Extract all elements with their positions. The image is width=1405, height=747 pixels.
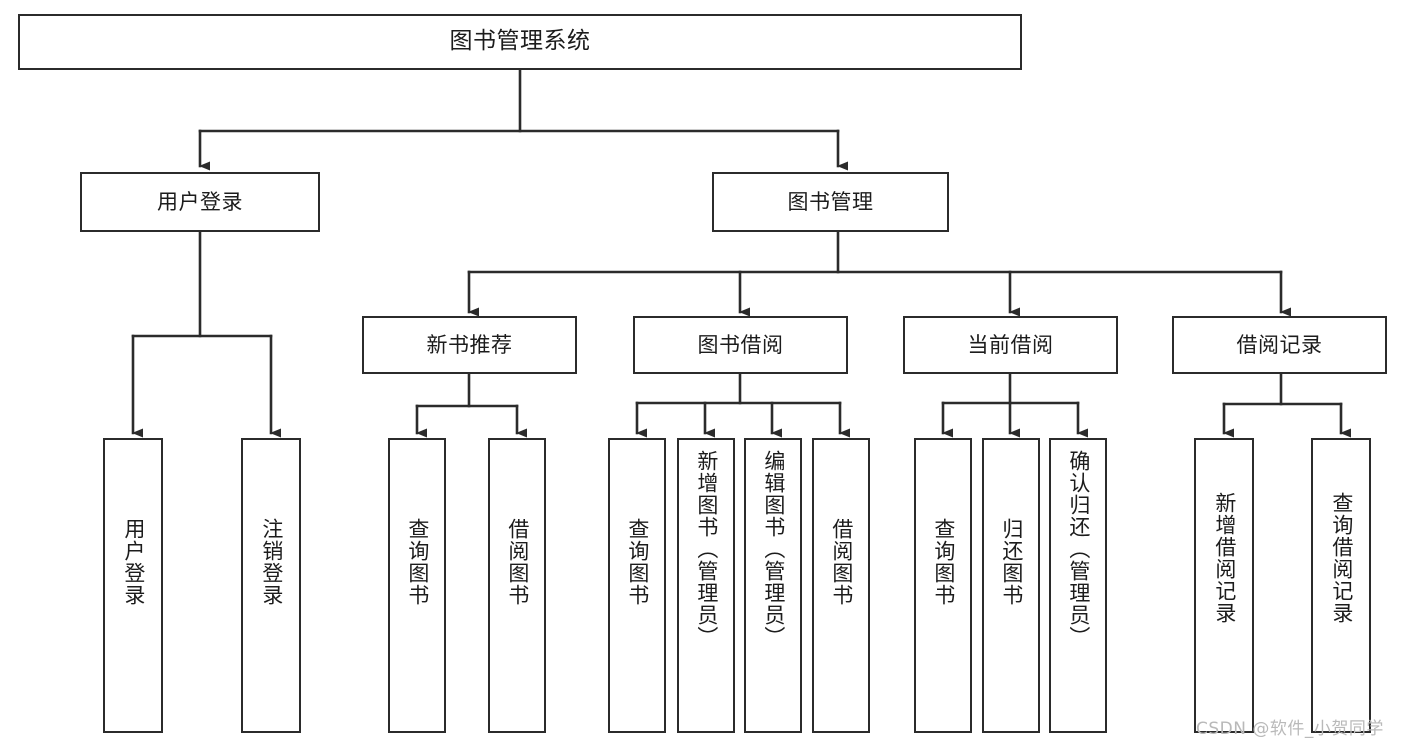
node-borrow-record[interactable]: 借阅记录 — [1172, 316, 1387, 374]
node-book-borrow-label: 图书借阅 — [697, 332, 784, 357]
node-leaf-confirm-return-admin-label: 确认归还（管理员） — [1066, 450, 1091, 648]
node-leaf-add-book-admin-label: 新增图书（管理员） — [694, 450, 719, 648]
node-leaf-query-borrow-record-label: 查询借阅记录 — [1329, 492, 1354, 624]
node-current-borrow[interactable]: 当前借阅 — [903, 316, 1118, 374]
node-leaf-add-borrow-record-label: 新增借阅记录 — [1212, 492, 1237, 624]
node-leaf-confirm-return-admin[interactable]: 确认归还（管理员） — [1049, 438, 1107, 733]
node-leaf-return-book[interactable]: 归还图书 — [982, 438, 1040, 733]
node-user-login-label: 用户登录 — [157, 189, 243, 214]
node-leaf-add-borrow-record[interactable]: 新增借阅记录 — [1194, 438, 1254, 733]
node-leaf-borrow-book-2[interactable]: 借阅图书 — [812, 438, 870, 733]
node-leaf-borrow-book-1[interactable]: 借阅图书 — [488, 438, 546, 733]
node-leaf-query-book-2-label: 查询图书 — [625, 518, 650, 606]
node-leaf-user-login[interactable]: 用户登录 — [103, 438, 163, 733]
node-new-book-recommend[interactable]: 新书推荐 — [362, 316, 577, 374]
node-leaf-logout-login-label: 注销登录 — [259, 518, 284, 606]
watermark-text: CSDN @软件_小贺同学 — [1196, 719, 1384, 739]
node-leaf-logout-login[interactable]: 注销登录 — [241, 438, 301, 733]
node-book-borrow[interactable]: 图书借阅 — [633, 316, 848, 374]
node-leaf-query-book-3-label: 查询图书 — [931, 518, 956, 606]
node-root-system-label: 图书管理系统 — [449, 28, 591, 55]
node-leaf-return-book-label: 归还图书 — [999, 518, 1024, 606]
node-leaf-borrow-book-1-label: 借阅图书 — [505, 518, 530, 606]
node-root-system[interactable]: 图书管理系统 — [18, 14, 1022, 70]
node-leaf-query-book-1-label: 查询图书 — [405, 518, 430, 606]
node-leaf-user-login-label: 用户登录 — [121, 518, 146, 606]
node-leaf-edit-book-admin-label: 编辑图书（管理员） — [761, 450, 786, 648]
node-leaf-add-book-admin[interactable]: 新增图书（管理员） — [677, 438, 735, 733]
node-borrow-record-label: 借阅记录 — [1236, 332, 1323, 357]
node-leaf-query-borrow-record[interactable]: 查询借阅记录 — [1311, 438, 1371, 733]
node-leaf-edit-book-admin[interactable]: 编辑图书（管理员） — [744, 438, 802, 733]
node-leaf-query-book-3[interactable]: 查询图书 — [914, 438, 972, 733]
node-leaf-query-book-1[interactable]: 查询图书 — [388, 438, 446, 733]
node-leaf-query-book-2[interactable]: 查询图书 — [608, 438, 666, 733]
node-book-manage[interactable]: 图书管理 — [712, 172, 949, 232]
node-user-login[interactable]: 用户登录 — [80, 172, 320, 232]
node-new-book-recommend-label: 新书推荐 — [426, 332, 513, 357]
node-leaf-borrow-book-2-label: 借阅图书 — [829, 518, 854, 606]
node-current-borrow-label: 当前借阅 — [967, 332, 1054, 357]
node-book-manage-label: 图书管理 — [787, 189, 874, 214]
